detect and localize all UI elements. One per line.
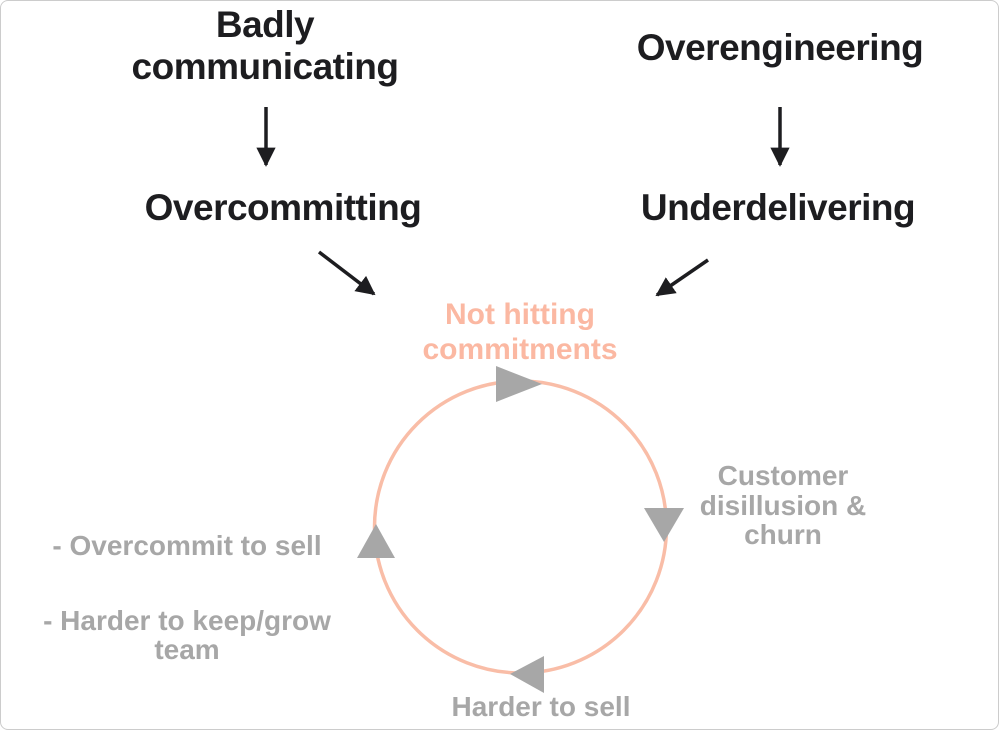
cycle-arrowhead-left-icon: [357, 524, 395, 558]
cycle-top-label: Not hitting commitments: [422, 298, 618, 366]
cycle-right-label: Customer disillusion & churn: [699, 460, 867, 550]
cycle-bottom-label: Harder to sell: [451, 691, 631, 722]
cycle-arrowhead-bottom-icon: [510, 656, 544, 693]
cycle-arrowhead-right-icon: [644, 508, 684, 542]
diagonal-arrow-left-icon: [317, 250, 376, 296]
cause-badly-communicating: Badly communicating: [131, 4, 399, 87]
cycle-arrowhead-top-icon: [496, 366, 542, 402]
cycle-left-bullet-overcommit: - Overcommit to sell: [52, 530, 322, 561]
cycle-left-bullet-team: - Harder to keep/grow team: [43, 605, 331, 665]
diagonal-arrow-right-icon: [655, 258, 709, 297]
cycle-left-label: - Overcommit to sell - Harder to keep/gr…: [21, 502, 353, 693]
effect-overcommitting: Overcommitting: [144, 187, 422, 228]
effect-underdelivering: Underdelivering: [640, 187, 916, 228]
cause-overengineering: Overengineering: [636, 27, 924, 68]
cycle-circle: [372, 379, 669, 675]
